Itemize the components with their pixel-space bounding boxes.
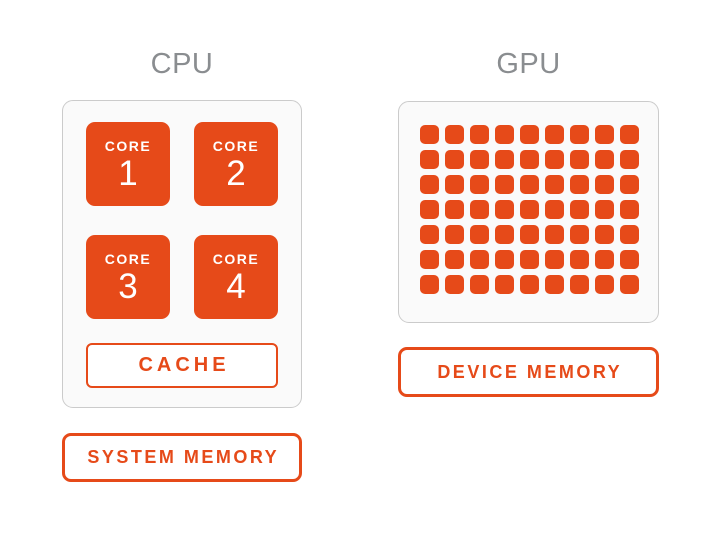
gpu-core-cell xyxy=(445,275,464,294)
gpu-core-grid xyxy=(420,125,639,294)
gpu-core-cell xyxy=(545,200,564,219)
gpu-core-cell xyxy=(495,250,514,269)
gpu-core-cell xyxy=(570,225,589,244)
gpu-core-cell xyxy=(420,175,439,194)
core-label: CORE xyxy=(104,251,152,267)
cpu-core-3: CORE 3 xyxy=(86,235,170,319)
gpu-core-cell xyxy=(570,175,589,194)
gpu-core-cell xyxy=(470,175,489,194)
gpu-core-cell xyxy=(520,150,539,169)
gpu-core-cell xyxy=(545,125,564,144)
gpu-core-cell xyxy=(420,150,439,169)
gpu-panel xyxy=(398,101,659,323)
gpu-core-cell xyxy=(445,200,464,219)
core-label: CORE xyxy=(212,138,260,154)
gpu-core-cell xyxy=(620,225,639,244)
gpu-core-cell xyxy=(570,275,589,294)
gpu-core-cell xyxy=(445,175,464,194)
gpu-core-cell xyxy=(595,275,614,294)
gpu-core-cell xyxy=(545,175,564,194)
gpu-core-cell xyxy=(620,275,639,294)
gpu-core-cell xyxy=(595,125,614,144)
core-number: 3 xyxy=(118,267,138,306)
gpu-core-cell xyxy=(420,225,439,244)
gpu-core-cell xyxy=(620,125,639,144)
gpu-core-cell xyxy=(495,200,514,219)
gpu-core-cell xyxy=(495,125,514,144)
gpu-core-cell xyxy=(445,150,464,169)
gpu-core-cell xyxy=(470,225,489,244)
gpu-core-cell xyxy=(520,175,539,194)
gpu-core-cell xyxy=(595,150,614,169)
gpu-core-cell xyxy=(620,175,639,194)
gpu-core-cell xyxy=(570,125,589,144)
gpu-core-cell xyxy=(420,250,439,269)
gpu-core-cell xyxy=(420,200,439,219)
gpu-core-cell xyxy=(595,175,614,194)
cpu-core-2: CORE 2 xyxy=(194,122,278,206)
gpu-core-cell xyxy=(545,225,564,244)
gpu-core-cell xyxy=(595,250,614,269)
gpu-core-cell xyxy=(470,275,489,294)
gpu-core-cell xyxy=(520,275,539,294)
cpu-core-1: CORE 1 xyxy=(86,122,170,206)
core-number: 2 xyxy=(226,154,246,193)
gpu-core-cell xyxy=(545,275,564,294)
gpu-title: GPU xyxy=(496,48,561,80)
gpu-core-cell xyxy=(495,225,514,244)
gpu-core-cell xyxy=(620,250,639,269)
gpu-core-cell xyxy=(445,225,464,244)
core-number: 4 xyxy=(226,267,246,306)
cpu-panel: CORE 1 CORE 2 CORE 3 CORE 4 CACHE xyxy=(62,100,302,408)
gpu-core-cell xyxy=(445,250,464,269)
device-memory-box: DEVICE MEMORY xyxy=(398,347,659,397)
gpu-core-cell xyxy=(420,125,439,144)
cpu-cache-box: CACHE xyxy=(86,343,278,388)
gpu-core-cell xyxy=(520,200,539,219)
gpu-core-cell xyxy=(595,225,614,244)
gpu-core-cell xyxy=(570,250,589,269)
gpu-core-cell xyxy=(470,200,489,219)
gpu-core-cell xyxy=(520,250,539,269)
gpu-core-cell xyxy=(545,150,564,169)
core-label: CORE xyxy=(212,251,260,267)
gpu-core-cell xyxy=(620,200,639,219)
gpu-core-cell xyxy=(495,175,514,194)
gpu-core-cell xyxy=(470,125,489,144)
gpu-core-cell xyxy=(470,150,489,169)
gpu-core-cell xyxy=(420,275,439,294)
gpu-core-cell xyxy=(520,225,539,244)
gpu-core-cell xyxy=(545,250,564,269)
gpu-core-cell xyxy=(520,125,539,144)
system-memory-box: SYSTEM MEMORY xyxy=(62,433,302,482)
core-label: CORE xyxy=(104,138,152,154)
gpu-core-cell xyxy=(620,150,639,169)
gpu-core-cell xyxy=(495,150,514,169)
gpu-core-cell xyxy=(470,250,489,269)
cpu-title: CPU xyxy=(150,48,214,80)
gpu-core-cell xyxy=(570,200,589,219)
core-number: 1 xyxy=(118,154,138,193)
gpu-core-cell xyxy=(570,150,589,169)
gpu-core-cell xyxy=(495,275,514,294)
cpu-core-4: CORE 4 xyxy=(194,235,278,319)
gpu-core-cell xyxy=(445,125,464,144)
gpu-core-cell xyxy=(595,200,614,219)
